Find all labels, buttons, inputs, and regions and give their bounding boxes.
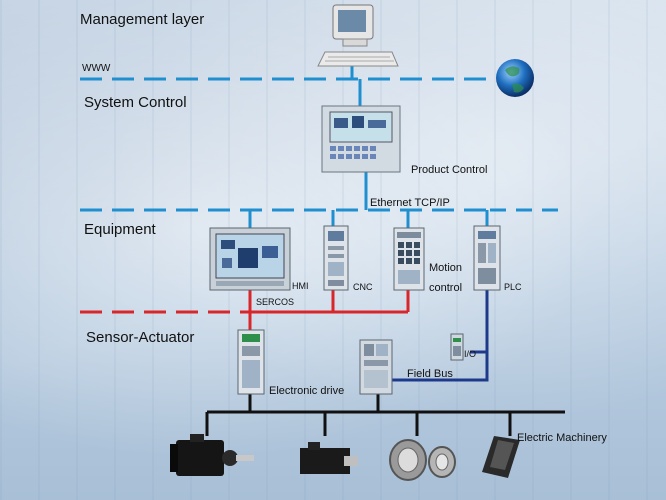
equipment-layer-label: Equipment — [84, 221, 156, 238]
electric-machinery-label: Electric Machinery — [517, 432, 607, 444]
motion-control-label-line2: control — [429, 282, 463, 294]
sercos-label: SERCOS — [256, 297, 295, 307]
product-control-label: Product Control — [411, 164, 488, 176]
system-control-layer-label: System Control — [84, 94, 187, 111]
cnc-module-icon — [323, 225, 349, 291]
machinery-bus — [205, 394, 565, 436]
sensor-actuator-layer-label: Sensor-Actuator — [86, 329, 195, 346]
linear-motor-icon — [300, 442, 358, 474]
field-bus-label: Field Bus — [407, 368, 453, 380]
electronic-drive-icon — [237, 329, 265, 395]
plc-label: PLC — [504, 282, 522, 292]
plc-module-icon — [473, 225, 501, 291]
linear-module-icon — [482, 436, 520, 478]
sercos-line — [80, 290, 410, 330]
cnc-label: CNC — [353, 282, 373, 292]
electronic-drive-label: Electronic drive — [269, 385, 345, 397]
hmi-panel-icon — [209, 227, 291, 291]
servo-motor-icon — [170, 434, 254, 476]
www-label: WWW — [82, 63, 111, 74]
field-bus-coupler-icon — [359, 339, 393, 395]
motion-control-label-line1: Motion — [429, 262, 463, 274]
ethernet-label: Ethernet TCP/IP — [370, 197, 450, 209]
hmi-label: HMI — [292, 281, 309, 291]
motion-control-module-icon — [393, 227, 425, 291]
bearing-icon — [389, 439, 456, 481]
io-module-icon — [450, 333, 464, 361]
io-label: I/O — [464, 349, 477, 359]
ethernet-drops — [248, 210, 489, 228]
globe-icon — [496, 59, 534, 97]
computer-icon — [317, 4, 399, 67]
management-layer-label: Management layer — [80, 11, 205, 28]
product-control-panel-icon — [321, 105, 401, 173]
field-bus-line — [392, 290, 489, 382]
